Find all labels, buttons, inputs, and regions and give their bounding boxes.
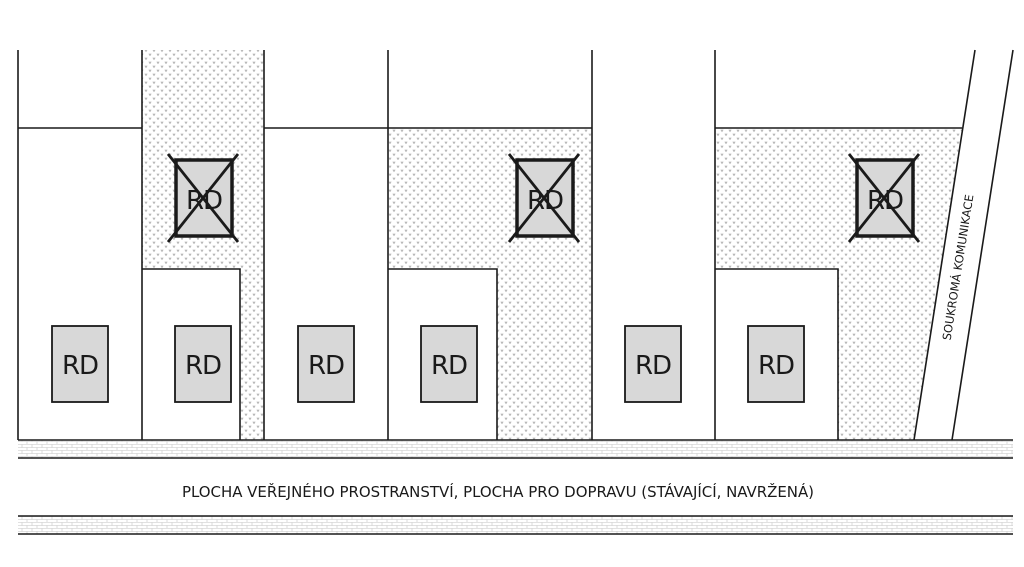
house-label: RD xyxy=(62,351,98,381)
house-rd-3: RD xyxy=(297,325,355,403)
plot-boundaries xyxy=(17,49,1014,535)
house-rd-excluded-1: RD xyxy=(166,153,240,243)
house-rd-5: RD xyxy=(624,325,682,403)
cross-out-mark xyxy=(847,153,921,243)
cross-out-mark xyxy=(507,153,581,243)
house-rd-excluded-3: RD xyxy=(847,153,921,243)
house-rd-4: RD xyxy=(420,325,478,403)
house-label: RD xyxy=(635,351,671,381)
cross-out-mark xyxy=(166,153,240,243)
designated-area-1 xyxy=(142,50,264,440)
public-space-band xyxy=(18,440,1013,534)
house-label: RD xyxy=(185,351,221,381)
house-rd-1: RD xyxy=(51,325,109,403)
house-rd-2: RD xyxy=(174,325,232,403)
designated-areas xyxy=(142,50,962,440)
public-space-label: PLOCHA VEŘEJNÉHO PROSTRANSTVÍ, PLOCHA PR… xyxy=(182,482,814,501)
house-label: RD xyxy=(431,351,467,381)
house-label: RD xyxy=(758,351,794,381)
house-rd-6: RD xyxy=(747,325,805,403)
public-space-hatch-bottom xyxy=(18,516,1013,534)
house-rd-excluded-2: RD xyxy=(507,153,581,243)
house-label: RD xyxy=(308,351,344,381)
public-space-hatch-top xyxy=(18,440,1013,458)
